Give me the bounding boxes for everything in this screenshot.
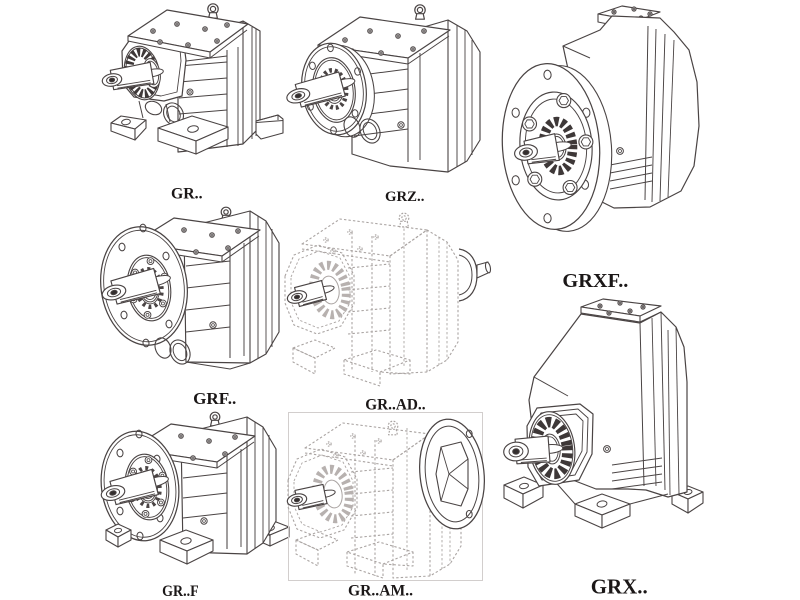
svg-text:GR..F: GR..F bbox=[162, 583, 199, 600]
svg-text:GR..AD..: GR..AD.. bbox=[365, 397, 425, 414]
svg-text:GRX..: GRX.. bbox=[591, 575, 648, 599]
svg-text:GR..AM..: GR..AM.. bbox=[348, 583, 413, 600]
svg-text:GRZ..: GRZ.. bbox=[385, 189, 425, 205]
svg-text:GRXF..: GRXF.. bbox=[562, 270, 628, 292]
svg-text:GR..: GR.. bbox=[171, 186, 203, 203]
svg-text:GRF..: GRF.. bbox=[193, 389, 236, 408]
